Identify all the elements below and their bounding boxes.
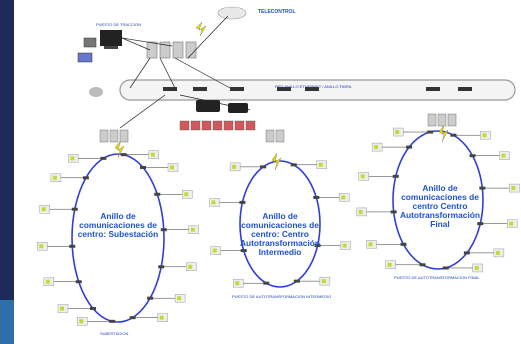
ring-switch	[120, 153, 127, 157]
ring-final-label: Anillo de comunicaciones de centro Centr…	[399, 183, 481, 230]
ring-substation-footer: SUBESTACION	[100, 331, 129, 336]
ring-switch	[154, 192, 161, 196]
field-device-screen	[79, 319, 84, 324]
field-device-screen	[235, 281, 240, 286]
field-device-screen	[318, 162, 323, 167]
ring-switch	[239, 200, 246, 204]
ring-switch	[71, 207, 78, 211]
ring-final-footer: PUESTO DE AUTOTRANSFORMACION FINAL	[394, 275, 480, 280]
ring-switch	[240, 249, 247, 253]
ring-switch	[479, 186, 486, 190]
center-router-row	[179, 100, 256, 131]
field-device-screen	[232, 164, 237, 169]
field-device-screen	[211, 200, 216, 205]
field-device-screen	[321, 279, 326, 284]
field-device-screen	[190, 227, 195, 232]
field-device-screen	[52, 175, 57, 180]
field-device-screen	[177, 296, 182, 301]
ring-intermediate-label: Anillo de comunicaciones de centro: Cent…	[239, 211, 321, 258]
ring-switch	[293, 279, 300, 283]
ring-switch	[469, 154, 476, 158]
ring-switch	[139, 165, 146, 169]
ring-switch	[392, 174, 399, 178]
ring-head-servers	[99, 113, 457, 143]
ring-switch	[477, 222, 484, 226]
ring-switch	[400, 242, 407, 246]
ring-switch	[158, 265, 165, 269]
field-device-screen	[159, 315, 164, 320]
left-edge-bar	[0, 0, 14, 344]
field-device-screen	[368, 242, 373, 247]
backbone-switches	[163, 87, 472, 91]
ring-switch	[82, 176, 89, 180]
field-device-screen	[341, 195, 346, 200]
field-device-screen	[45, 279, 50, 284]
ring-switch	[450, 133, 457, 137]
ring-switch	[290, 163, 297, 167]
ring-switch	[390, 210, 397, 214]
field-device-screen	[342, 243, 347, 248]
field-device-screen	[212, 248, 217, 253]
field-device-screen	[150, 152, 155, 157]
field-device-screen	[395, 130, 400, 135]
ring-switch	[263, 281, 270, 285]
field-device-screen	[509, 221, 514, 226]
field-device-screen	[358, 209, 363, 214]
ring-switch	[260, 165, 267, 169]
ring-switch	[90, 307, 97, 311]
field-device-screen	[474, 265, 479, 270]
traction-post-label: PUESTO DE TRACCION	[96, 22, 141, 27]
telecontrol-label: TELECONTROL	[258, 9, 296, 15]
left-edge-bar-dark	[0, 0, 14, 300]
field-device-screen	[501, 153, 506, 158]
ring-switch	[69, 244, 76, 248]
field-device-screen	[495, 250, 500, 255]
ring-switch	[406, 145, 413, 149]
field-device-screen	[39, 244, 44, 249]
ring-switch	[129, 316, 136, 320]
field-device-screen	[482, 133, 487, 138]
field-device-screen	[41, 207, 46, 212]
field-device-screen	[387, 262, 392, 267]
ring-switch	[314, 244, 321, 248]
ring-final	[392, 130, 484, 270]
ring-intermediate	[239, 160, 321, 288]
ring-switch	[100, 156, 107, 160]
ring-switch	[160, 228, 167, 232]
ring-substation	[71, 153, 165, 323]
ring-intermediate-footer: PUESTO DE AUTOTRANSFORMACION INTERMEDIO	[232, 294, 332, 299]
control-center	[77, 6, 247, 97]
field-device-screen	[70, 156, 75, 161]
field-device-screen	[169, 165, 174, 170]
ring-switch	[419, 263, 426, 267]
backbone-label: RED ANILLO ETHERNET / ANILLO FIBRA	[275, 84, 352, 89]
ring-switch	[109, 319, 116, 323]
field-device-nodes	[37, 127, 520, 326]
ring-substation-label: Anillo de comunicaciones de centro: Sube…	[77, 211, 159, 240]
field-device-screen	[511, 186, 516, 191]
ring-switch	[313, 195, 320, 199]
ring-switch	[147, 296, 154, 300]
ring-switch	[442, 266, 449, 270]
left-edge-bar-blue	[0, 300, 14, 344]
ring-switch	[463, 251, 470, 255]
field-device-screen	[184, 192, 189, 197]
wireless-link-icons	[114, 21, 449, 171]
ring-switch	[427, 130, 434, 134]
field-device-screen	[374, 145, 379, 150]
field-device-screen	[360, 174, 365, 179]
ring-switch	[75, 280, 82, 284]
field-device-screen	[60, 306, 65, 311]
field-device-screen	[188, 264, 193, 269]
